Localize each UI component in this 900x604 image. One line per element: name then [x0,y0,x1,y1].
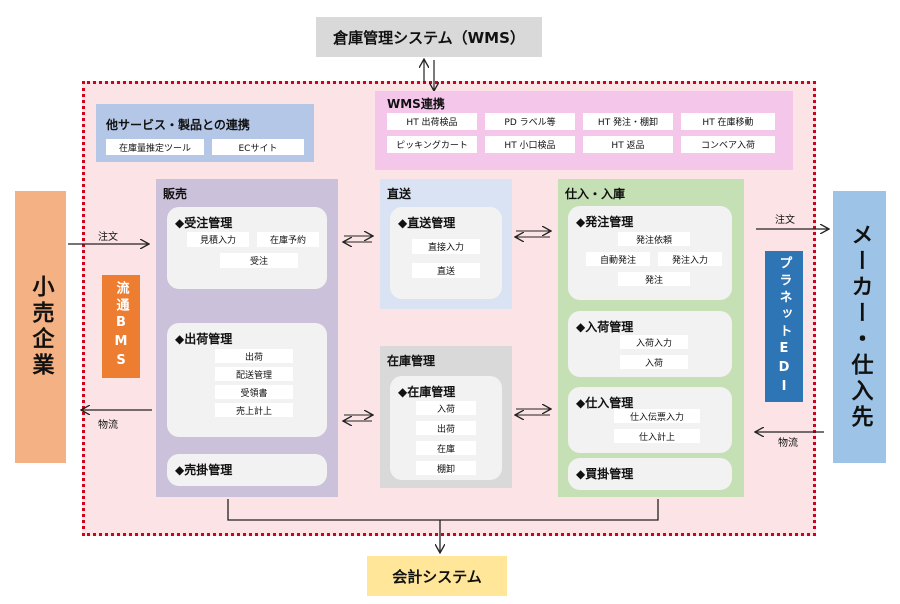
card-item: 自動発注 [586,252,650,266]
retail-company-box: 小売企業 [15,191,66,463]
card-item: 出荷 [215,349,293,363]
maker-order-label: 注文 [775,215,795,226]
purchase-management-card: ◆仕入管理 仕入伝票入力 仕入計上 [568,387,732,453]
sales-title: 販売 [163,187,188,201]
retail-logistics-label: 物流 [98,420,118,431]
card-item: 受注 [220,253,298,268]
card-item: 仕入計上 [614,429,700,443]
maker-supplier-label: メーカー・仕入先 [847,223,873,431]
card-item: 棚卸 [416,461,476,475]
card-title: ◆受注管理 [175,216,233,230]
card-title: ◆売掛管理 [175,463,233,477]
inventory-title: 在庫管理 [387,354,436,368]
card-title: ◆入荷管理 [576,320,634,334]
card-item: 直送 [412,263,480,278]
ryutsu-bms-badge: 流通BMS [102,275,140,378]
planet-edi-label: プラネットEDI [776,255,792,398]
accounting-system-box: 会計システム [367,556,507,596]
card-item: 見積入力 [187,232,249,247]
accounting-system-label: 会計システム [392,567,482,586]
ryutsu-bms-label: 流通BMS [113,281,129,372]
receivables-card: ◆売掛管理 [167,454,327,486]
wms-integration-title: WMS連携 [387,97,445,111]
wms-item: HT 在庫移動 [681,113,775,130]
card-item: 発注入力 [658,252,722,266]
card-item: 直接入力 [412,239,480,254]
inventory-card: ◆在庫管理 入荷 出荷 在庫 棚卸 [390,376,502,480]
direct-delivery-card: ◆直送管理 直接入力 直送 [390,207,502,299]
accounting-bracket [227,499,659,521]
retail-order-label: 注文 [98,232,118,243]
other-services-title: 他サービス・製品との連携 [106,118,250,132]
card-item: 入荷 [620,355,688,369]
direct-delivery-column: 直送 ◆直送管理 直接入力 直送 [380,179,512,309]
wms-item: PD ラベル等 [485,113,575,130]
card-item: 仕入伝票入力 [614,409,700,423]
direct-delivery-title: 直送 [387,187,412,201]
card-item: 配送管理 [215,367,293,381]
wms-integration-panel: WMS連携 HT 出荷検品 PD ラベル等 HT 発注・棚卸 HT 在庫移動 ピ… [375,91,793,170]
card-item: 在庫予約 [257,232,319,247]
card-title: ◆発注管理 [576,215,634,229]
other-services-panel: 他サービス・製品との連携 在庫量推定ツール ECサイト [96,104,314,162]
card-item: 入荷入力 [620,335,688,349]
wms-item: HT 返品 [583,136,673,153]
wms-system-box: 倉庫管理システム（WMS） [316,17,542,57]
payables-card: ◆買掛管理 [568,458,732,490]
card-item: 売上計上 [215,403,293,417]
receiving-card: ◆入荷管理 入荷入力 入荷 [568,311,732,377]
maker-logistics-label: 物流 [778,438,798,449]
order-management-card: ◆受注管理 見積入力 在庫予約 受注 [167,207,327,289]
wms-item: HT 小口検品 [485,136,575,153]
card-item: 発注依頼 [618,232,690,246]
card-item: 受領書 [215,385,293,399]
wms-item: HT 発注・棚卸 [583,113,673,130]
maker-supplier-box: メーカー・仕入先 [833,191,886,463]
card-title: ◆仕入管理 [576,396,634,410]
other-service-item: ECサイト [212,139,304,155]
card-title: ◆直送管理 [398,216,456,230]
card-title: ◆出荷管理 [175,332,233,346]
wms-system-label: 倉庫管理システム（WMS） [333,28,525,47]
card-item: 入荷 [416,401,476,415]
retail-company-label: 小売企業 [28,275,54,379]
purchasing-column: 仕入・入庫 ◆発注管理 発注依頼 自動発注 発注入力 発注 ◆入荷管理 入荷入力… [558,179,744,497]
card-item: 出荷 [416,421,476,435]
wms-item: HT 出荷検品 [387,113,477,130]
other-service-item: 在庫量推定ツール [106,139,204,155]
sales-column: 販売 ◆受注管理 見積入力 在庫予約 受注 ◆出荷管理 出荷 配送管理 受領書 … [156,179,338,497]
purchase-order-card: ◆発注管理 発注依頼 自動発注 発注入力 発注 [568,206,732,300]
wms-item: コンベア入荷 [681,136,775,153]
inventory-column: 在庫管理 ◆在庫管理 入荷 出荷 在庫 棚卸 [380,346,512,488]
planet-edi-badge: プラネットEDI [765,251,803,402]
shipping-management-card: ◆出荷管理 出荷 配送管理 受領書 売上計上 [167,323,327,437]
card-title: ◆買掛管理 [576,467,634,481]
purchasing-title: 仕入・入庫 [565,187,626,201]
card-item: 在庫 [416,441,476,455]
card-title: ◆在庫管理 [398,385,456,399]
wms-item: ピッキングカート [387,136,477,153]
card-item: 発注 [618,272,690,286]
